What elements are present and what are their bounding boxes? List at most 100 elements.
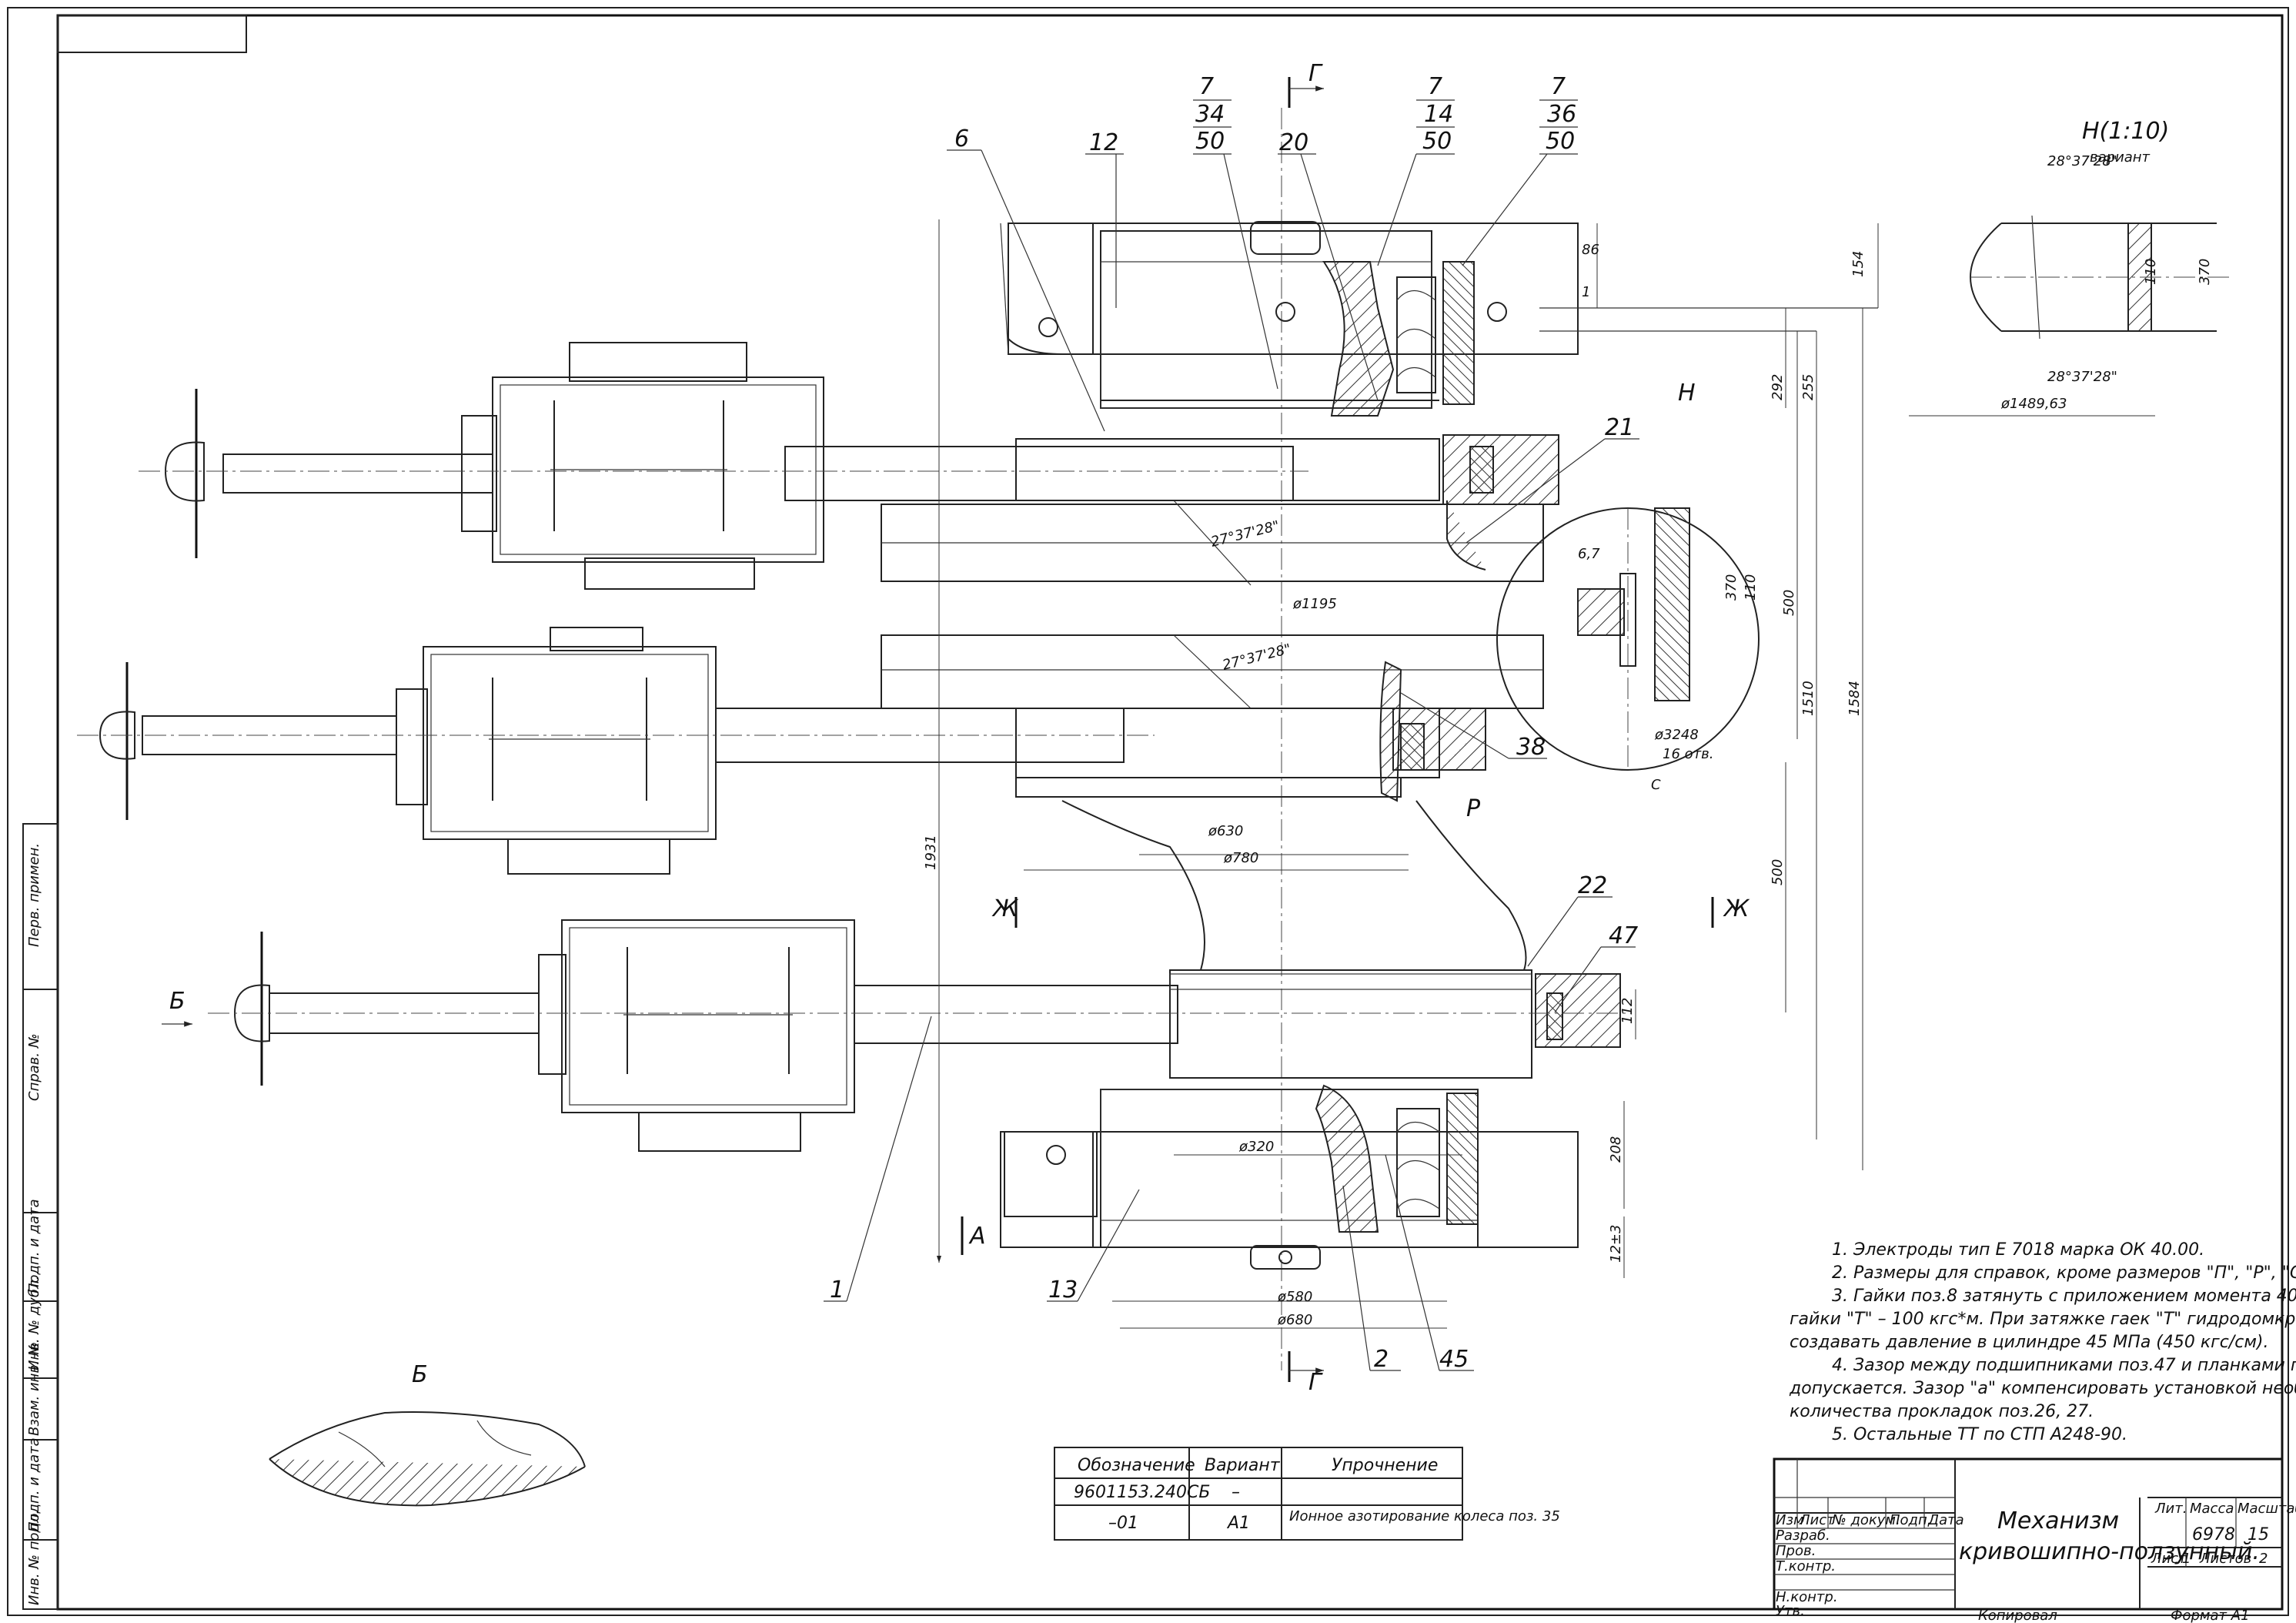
tb-prov: Пров. [1776,1543,1816,1559]
note-4c: количества прокладок поз.26, 27. [1790,1402,2094,1421]
variants-r0-c1: – [1232,1483,1240,1502]
crank-wheel [881,438,1544,1079]
variants-r0-c0: 9601153.240СБ [1074,1483,1210,1502]
callout-34-mid: 34 [1195,101,1225,128]
detail-b-label: Б [412,1361,428,1388]
callout-36-bot: 50 [1546,128,1575,155]
variants-r1-c2: Ионное азотирование колеса поз. 35 [1289,1508,1560,1524]
dim-154: 154 [1850,251,1867,277]
strip-inv-dubl: Инв. № дубл. [26,1276,42,1370]
marker-zh-right: Ж [1723,895,1750,922]
detail-h370: 370 [1723,574,1740,601]
callout-20: 20 [1279,129,1308,156]
dia-630: ø630 [1208,823,1243,839]
strip-inv-podl: Инв. № подл. [26,1510,42,1605]
callout-45: 45 [1439,1346,1469,1373]
note-1: 1. Электроды тип Е 7018 марка ОК 40.00. [1832,1240,2204,1260]
gearbox-top [139,342,1308,590]
note-3b: гайки "Т" – 100 кгс*м. При затяжке гаек … [1790,1310,2296,1329]
marker-p: Р [1466,795,1481,822]
callout-22: 22 [1578,872,1607,899]
strip-perv: Перв. примен. [26,843,42,947]
tb-name-line2: кривошипно-ползунный. [1959,1538,2260,1565]
dim-1: 1 [1582,284,1590,300]
dim-1510: 1510 [1800,681,1816,716]
callout-47: 47 [1609,922,1638,949]
callout-34-top: 7 [1199,73,1214,100]
strip-podp-data2: Подп. и дата [26,1437,42,1532]
variants-header-1: Вариант [1205,1456,1281,1475]
variants-table: Обозначение Вариант Упрочнение 9601153.2… [1054,1447,1560,1541]
title-block: Изм Лист № докум. Подп. Дата Разраб. Про… [1773,1457,2296,1623]
callout-36-top: 7 [1551,73,1566,100]
detail-dim-110: 110 [2143,259,2159,285]
dia-3248: ø3248 [1654,727,1699,743]
detail-h-circle: 110 370 ø3248 16 отв. 6,7 [1496,507,1760,771]
dim-112: 112 [1619,998,1636,1024]
detail-h110: 110 [1743,574,1759,601]
bottom-bearing-housing [1000,1084,1579,1270]
callout-2: 2 [1374,1346,1389,1373]
tb-nkontr: Н.контр. [1776,1589,1838,1605]
tb-mass: Масса [2190,1501,2234,1517]
section-markers: Г Г Ж Ж А Б Р Н С [162,60,1750,1396]
detail-h-view: Н(1:10) вариант 28°37'28" 28°37'28" 110 … [1909,118,2232,417]
dim-500a: 500 [1781,590,1797,616]
marker-zh-left: Ж [991,895,1019,922]
tb-scale: Масштаб [2238,1501,2296,1517]
tb-izm: Изм [1776,1512,1804,1528]
dia-680: ø680 [1277,1312,1312,1328]
sheet-frame [7,7,2289,1616]
variants-header-0: Обозначение [1078,1456,1195,1475]
tb-lit: Лит. [2154,1501,2187,1517]
angle-1: 27°37'28" [1209,517,1281,550]
dim-86: 86 [1582,242,1599,258]
variants-r1-c1: А1 [1226,1514,1250,1533]
top-bearing-housing [1008,221,1579,417]
dim-208: 208 [1608,1136,1624,1163]
callouts: 6 12 7 34 50 20 7 14 50 7 36 50 21 38 22… [824,73,1639,1373]
tb-format: Формат А1 [2171,1608,2250,1623]
tb-copied: Копировал [1978,1608,2057,1623]
tb-utv: Утв. [1776,1603,1805,1619]
strip-podp-data1: Подп. и дата [26,1199,42,1293]
dia-780: ø780 [1223,850,1258,866]
dim-1931: 1931 [923,835,939,870]
callout-36-mid: 36 [1547,101,1576,128]
callout-14-bot: 50 [1422,128,1452,155]
callout-1: 1 [830,1277,844,1303]
gearbox-middle [77,627,1155,875]
variants-header-2: Упрочнение [1332,1456,1438,1475]
note-4: 4. Зазор между подшипниками поз.47 и пла… [1832,1356,2296,1375]
dia-580: ø580 [1277,1289,1312,1305]
dimension-lines: 86 1 154 292 255 500 1510 1584 500 1931 … [923,219,1879,1329]
callout-14-mid: 14 [1424,101,1453,128]
marker-b: Б [169,988,185,1015]
tb-sheets-no: 2 [2259,1551,2268,1567]
marker-a: А [968,1223,986,1250]
note-5: 5. Остальные ТТ по СТП А248-90. [1832,1425,2127,1444]
callout-38: 38 [1516,734,1546,761]
detail-b: Б [269,1361,586,1507]
detail-h-sub: вариант [2090,149,2151,166]
callout-13: 13 [1048,1277,1078,1303]
angle-4: 28°37'28" [2047,369,2117,385]
tb-sheet-no: 1 [2182,1551,2191,1567]
tb-tkontr: Т.контр. [1776,1558,1836,1574]
side-strip: Перв. примен. Справ. № Подп. и дата Инв.… [22,823,58,1610]
strip-sprav: Справ. № [26,1033,42,1101]
dim-255: 255 [1800,374,1816,400]
tb-name-line1: Механизм [1997,1508,2119,1534]
dim-292: 292 [1770,374,1786,400]
marker-g-bottom: Г [1308,1369,1323,1396]
technical-notes: 1. Электроды тип Е 7018 марка ОК 40.00. … [1789,1240,2296,1444]
right-sections [1379,434,1621,1048]
note-2: 2. Размеры для справок, кроме размеров "… [1832,1263,2296,1283]
tb-list: Лист [1799,1512,1835,1528]
marker-h: Н [1678,380,1696,407]
callout-21: 21 [1605,414,1634,441]
dim-12: 12±3 [1608,1225,1624,1263]
base-slabs [1000,223,1098,1217]
gearbox-bottom [208,919,1632,1152]
